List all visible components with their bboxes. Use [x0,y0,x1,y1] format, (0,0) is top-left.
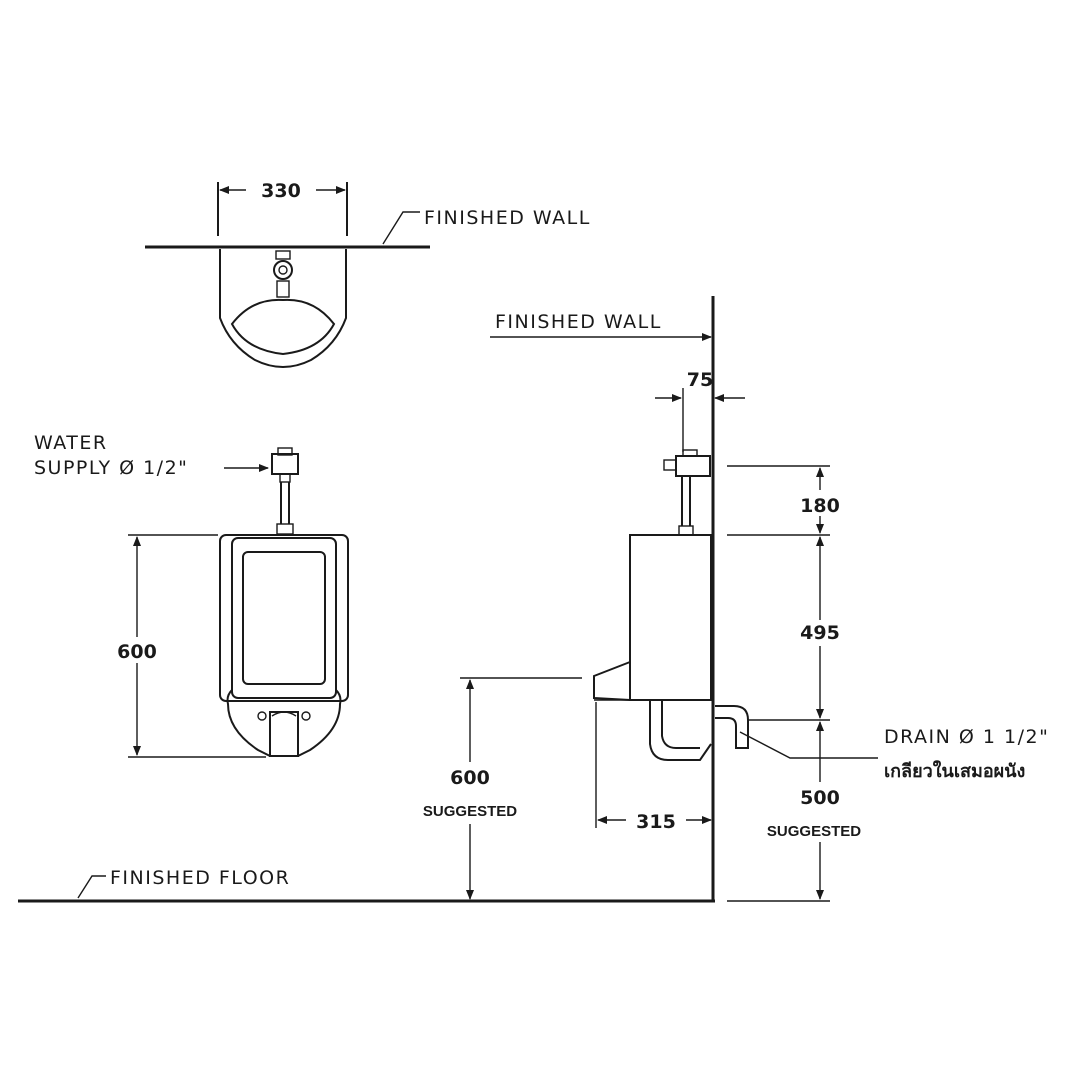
top-finished-wall-label: FINISHED WALL [424,207,591,229]
water-supply-line1: WATER [34,432,108,454]
dim-315: 315 [636,811,676,833]
dim-180: 180 [800,495,840,517]
top-width-dim: 330 [261,180,301,202]
urinal-top-outline [219,249,347,368]
finished-floor-label: FINISHED FLOOR [110,867,290,889]
top-view: 330 FINISHED WALL [145,178,591,368]
dim-495: 495 [800,622,840,644]
front-height-dim: 600 [117,641,157,663]
front-view: WATER SUPPLY Ø 1/2" 600 [34,432,349,758]
top-valve-icon [273,260,293,280]
side-view: FINISHED WALL 75 [412,296,1049,902]
urinal-front-body [219,534,349,757]
dim-500: 500 [800,787,840,809]
dim-600-suggested: 600 [450,767,490,789]
water-supply-line2: SUPPLY Ø 1/2" [34,457,188,479]
suggested-left: SUGGESTED [423,803,517,820]
drain-trap-icon [715,705,749,749]
drain-label: DRAIN Ø 1 1/2" [884,726,1049,748]
flush-valve-icon [271,447,299,535]
side-finished-wall-label: FINISHED WALL [495,311,662,333]
side-flush-valve-icon [663,449,711,536]
offset-dim: 75 [687,369,713,391]
drain-note-thai: เกลียวในเสมอผนัง [884,760,1025,782]
urinal-side-body [593,534,712,761]
suggested-right: SUGGESTED [767,823,861,840]
finished-floor: FINISHED FLOOR [18,867,715,903]
